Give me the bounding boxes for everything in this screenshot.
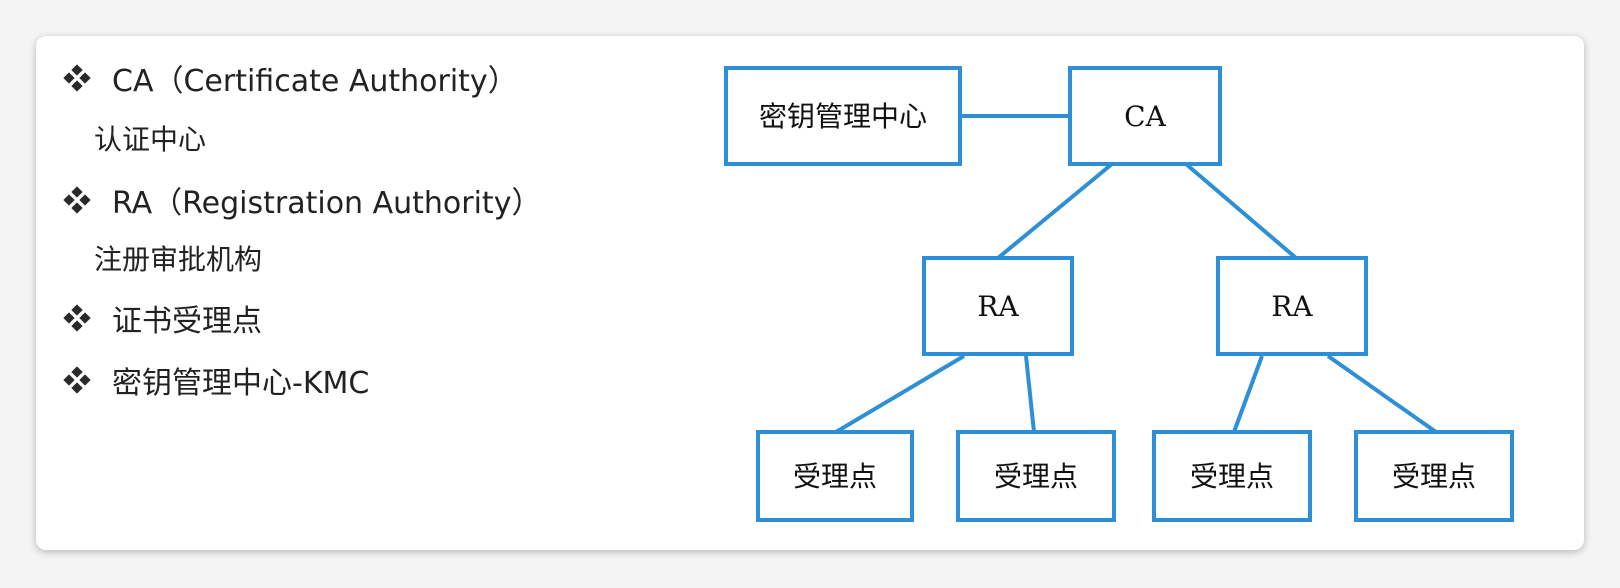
diamond-bullet-icon	[63, 304, 91, 332]
node-point-2-label: 受理点	[994, 460, 1078, 493]
node-acceptance-point-2: 受理点	[956, 430, 1116, 522]
diamond-bullet-icon	[63, 366, 91, 394]
node-ra-right-label: RA	[1271, 290, 1313, 323]
bullet-subtitle: 注册审批机构	[94, 243, 263, 276]
edge-ca-ra-left	[996, 162, 1114, 260]
bullet-item-acceptance-point: 证书受理点	[63, 296, 262, 340]
node-point-4-label: 受理点	[1392, 460, 1476, 493]
bullet-title: RA（Registration Authority）	[112, 186, 542, 221]
bullet-item-ra: RA（Registration Authority）	[63, 178, 542, 222]
node-kmc: 密钥管理中心	[724, 66, 962, 166]
node-ca-label: CA	[1124, 100, 1166, 133]
bullet-title: 证书受理点	[112, 304, 262, 339]
node-kmc-label: 密钥管理中心	[759, 100, 927, 133]
node-ra-left-label: RA	[977, 290, 1019, 323]
bullet-item-kmc: 密钥管理中心-KMC	[63, 358, 370, 402]
bullet-title: CA（Certificate Authority）	[112, 64, 518, 99]
node-ra-right: RA	[1216, 256, 1368, 356]
edge-ca-ra-right	[1184, 162, 1298, 260]
bullet-item-ca: CA（Certificate Authority）	[63, 56, 518, 100]
node-ra-left: RA	[922, 256, 1074, 356]
diamond-bullet-icon	[63, 186, 91, 214]
bullet-list: CA（Certificate Authority） 认证中心 RA（Regist…	[36, 36, 716, 550]
node-acceptance-point-4: 受理点	[1354, 430, 1514, 522]
edge-ra-right-point-3	[1232, 355, 1264, 433]
edge-ra-left-point-2	[1024, 355, 1036, 433]
diagram-edges	[834, 114, 1438, 434]
edge-ra-right-point-4	[1326, 354, 1438, 434]
node-point-3-label: 受理点	[1190, 460, 1274, 493]
node-ca: CA	[1068, 66, 1222, 166]
bullet-subtitle: 认证中心	[94, 123, 207, 156]
diamond-bullet-icon	[63, 64, 91, 92]
content-card: CA（Certificate Authority） 认证中心 RA（Regist…	[36, 36, 1584, 550]
node-point-1-label: 受理点	[793, 460, 877, 493]
node-acceptance-point-1: 受理点	[756, 430, 914, 522]
bullet-title: 密钥管理中心-KMC	[112, 366, 370, 401]
edge-ra-left-point-1	[834, 354, 966, 434]
node-acceptance-point-3: 受理点	[1152, 430, 1312, 522]
pki-hierarchy-diagram: 密钥管理中心 CA RA RA 受理点 受理点 受理点 受理点	[724, 66, 1514, 522]
